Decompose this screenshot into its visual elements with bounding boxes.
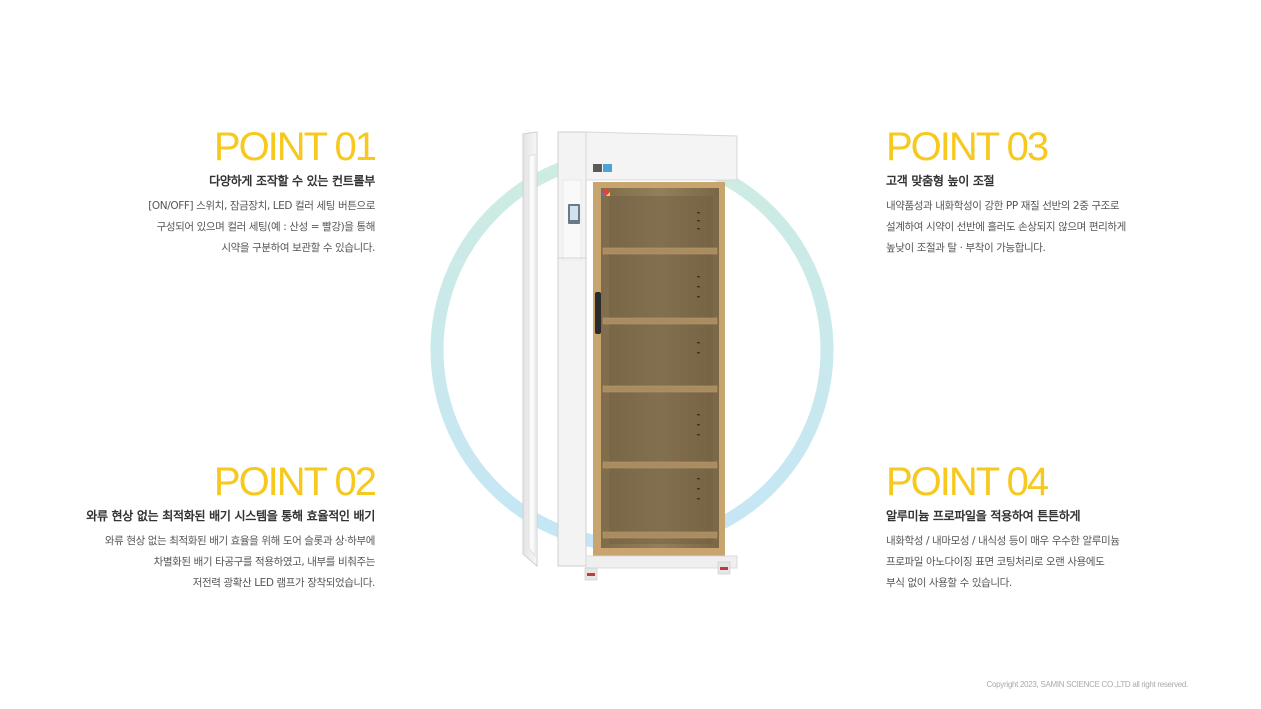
point-02-desc-line: 저전력 광확산 LED 램프가 장착되었습니다.	[192, 577, 376, 589]
point-01-subtitle: 다양하게 조작할 수 있는 컨트롤부	[209, 174, 375, 188]
point-03-desc-line: 설계하여 시약이 선반에 흘러도 손상되지 않으며 편리하게	[886, 221, 1126, 233]
point-04-desc-line: 내화학성 / 내마모성 / 내식성 등이 매우 우수한 알루미늄	[886, 535, 1120, 547]
point-02-desc-line: 와류 현상 없는 최적화된 배기 효율을 위해 도어 슬롯과 상·하부에	[104, 535, 376, 547]
point-03-title: POINT 03	[886, 125, 1049, 169]
point-03-block: POINT 03 고객 맞춤형 높이 조절 내약품성과 내화학성이 강한 PP …	[886, 127, 1226, 259]
point-04-title: POINT 04	[886, 460, 1049, 504]
point-03-desc-line: 내약품성과 내화학성이 강한 PP 재질 선반의 2중 구조로	[886, 200, 1120, 212]
point-01-desc-line: 시약을 구분하여 보관할 수 있습니다.	[221, 242, 375, 254]
point-03-subtitle: 고객 맞춤형 높이 조절	[886, 174, 995, 188]
point-01-block: POINT 01 다양하게 조작할 수 있는 컨트롤부 [ON/OFF] 스위치…	[35, 125, 377, 259]
point-04-desc-line: 부식 없이 사용할 수 있습니다.	[886, 577, 1012, 589]
point-01-desc-line: [ON/OFF] 스위치, 잠금장치, LED 컬러 세팅 버튼으로	[148, 200, 375, 212]
point-02-desc-line: 차별화된 배기 타공구를 적용하였고, 내부를 비춰주는	[153, 556, 376, 568]
point-04-desc-line: 프로파일 아노다이징 표면 코팅처리로 오랜 사용에도	[886, 556, 1105, 568]
point-02-subtitle: 와류 현상 없는 최적화된 배기 시스템을 통해 효율적인 배기	[86, 509, 375, 523]
point-02-title: POINT 02	[213, 460, 377, 504]
copyright-text: Copyright 2023, SAMIN SCIENCE CO.,LTD al…	[986, 680, 1189, 689]
point-02-block: POINT 02 와류 현상 없는 최적화된 배기 시스템을 통해 효율적인 배…	[35, 460, 377, 594]
chemical-cabinet-illustration	[522, 131, 738, 581]
point-04-block: POINT 04 알루미늄 프로파일을 적용하여 튼튼하게 내화학성 / 내마모…	[886, 462, 1226, 594]
point-01-title: POINT 01	[213, 125, 377, 169]
point-01-desc-line: 구성되어 있으며 컬러 세팅(예 : 산성 = 빨강)을 통해	[156, 221, 376, 233]
point-03-desc-line: 높낮이 조절과 탈 · 부착이 가능합니다.	[886, 242, 1046, 254]
point-04-subtitle: 알루미늄 프로파일을 적용하여 튼튼하게	[886, 509, 1081, 523]
